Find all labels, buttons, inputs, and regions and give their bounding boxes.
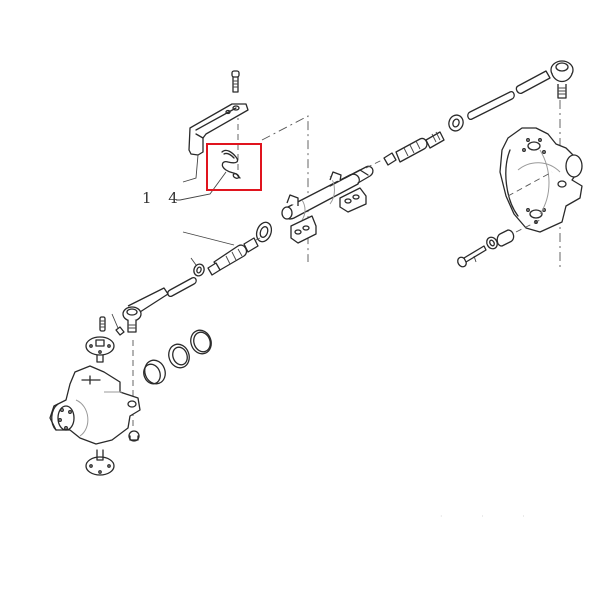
king-pin-bolt [99,313,125,336]
nut-right [448,114,464,132]
mounting-bolt [231,70,240,93]
king-pin-cap-top [85,336,115,363]
tie-rod-end-right [550,60,574,99]
callout-label-14: 1 4 [142,189,184,207]
steering-cylinder [281,165,374,221]
cylinder-mount-clamps [286,171,367,244]
hose-clip-part [176,149,241,201]
tie-rod-tube-right [467,70,551,120]
hose-clip-highlight-box [206,143,262,191]
steering-knuckle-right [499,127,583,233]
bearing-rings [143,329,212,385]
washer-ring [255,221,273,243]
nut-left [190,257,205,277]
nut-bottom-left [128,430,140,442]
rod-end-left [182,231,259,276]
bracket [182,103,249,183]
tie-rod-end-left [122,287,169,333]
bolt-and-bushings [457,219,541,268]
watermark: · · · [440,512,543,521]
king-pin-cap-bottom [85,449,115,476]
rod-end-right [383,131,445,166]
steering-knuckle-left [49,365,141,445]
assembly-axis-lines [255,159,383,241]
